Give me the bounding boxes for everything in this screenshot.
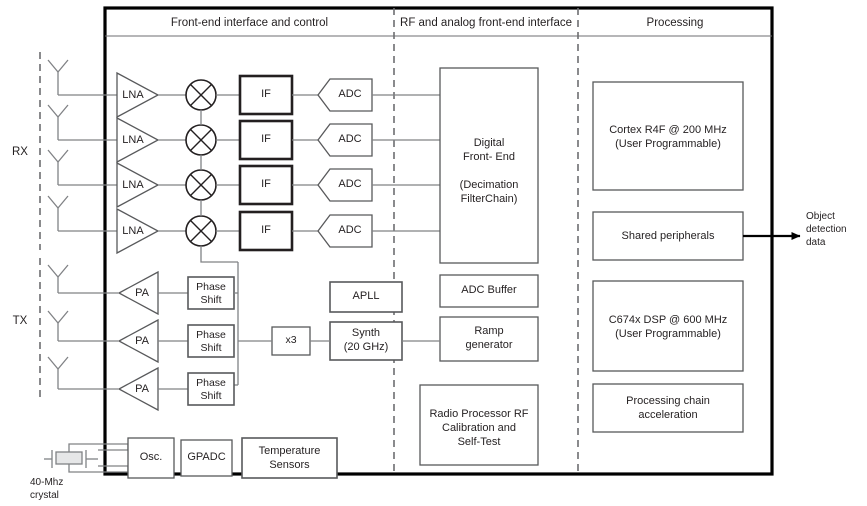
rx-antenna-2 xyxy=(47,104,118,141)
phase-shift-block-2 xyxy=(187,324,235,358)
multiplier-x3-block xyxy=(271,326,311,356)
mixer-3 xyxy=(185,169,217,201)
radio-processor-block xyxy=(419,384,539,466)
tx-antenna-2 xyxy=(47,310,118,342)
mixer-1 xyxy=(185,79,217,111)
tx-row-2 xyxy=(117,318,235,364)
lo-distribution-net xyxy=(200,110,239,386)
lna-triangle-3 xyxy=(116,161,160,209)
apll-block xyxy=(329,281,403,313)
digital-front-end-block xyxy=(439,67,539,264)
tx-antenna-1 xyxy=(47,264,118,294)
adc-block-2 xyxy=(317,123,373,157)
ramp-generator-block xyxy=(439,316,539,362)
mixer-2 xyxy=(185,124,217,156)
rx-row-2 xyxy=(116,116,440,164)
temperature-sensors-block xyxy=(241,437,338,479)
lna-triangle-1 xyxy=(116,71,160,119)
adc-buffer-block xyxy=(439,274,539,308)
rx-antenna-3 xyxy=(47,149,118,186)
tx-row-3 xyxy=(117,366,235,412)
phase-shift-block-1 xyxy=(187,276,235,310)
pa-triangle-1 xyxy=(117,270,159,316)
rx-row-4 xyxy=(116,207,440,255)
rx-row-1 xyxy=(116,71,440,119)
mixer-4 xyxy=(185,215,217,247)
adc-block-1 xyxy=(317,78,373,112)
rx-antenna-4 xyxy=(47,195,118,232)
tx-antenna-3 xyxy=(47,356,118,390)
if-block-4 xyxy=(238,210,294,252)
cortex-r4f-block xyxy=(592,81,744,191)
c674x-dsp-block xyxy=(592,280,744,372)
phase-shift-block-3 xyxy=(187,372,235,406)
gpadc-block xyxy=(180,439,233,477)
if-block-1 xyxy=(238,74,294,116)
rx-antenna-1 xyxy=(47,59,118,96)
lna-triangle-2 xyxy=(116,116,160,164)
adc-block-3 xyxy=(317,168,373,202)
osc-wires xyxy=(98,449,128,467)
pa-triangle-3 xyxy=(117,366,159,412)
crystal-symbol xyxy=(44,443,129,473)
pa-triangle-2 xyxy=(117,318,159,364)
osc-block xyxy=(127,437,175,479)
chip-frame xyxy=(103,6,774,476)
lna-triangle-4 xyxy=(116,207,160,255)
adc-block-4 xyxy=(317,214,373,248)
rx-row-3 xyxy=(116,161,440,209)
synth-block xyxy=(329,321,403,361)
shared-peripherals-block xyxy=(592,211,744,261)
processing-chain-block xyxy=(592,383,744,433)
if-block-2 xyxy=(238,119,294,161)
if-block-3 xyxy=(238,164,294,206)
tx-row-1 xyxy=(117,270,238,316)
